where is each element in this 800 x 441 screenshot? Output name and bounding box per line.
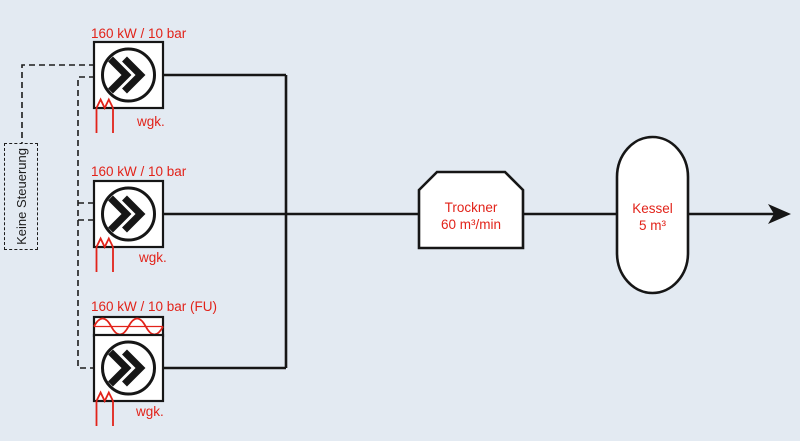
control-line-compressor1-to-box xyxy=(21,64,95,143)
compressor-1-power-label: 160 kW / 10 bar xyxy=(91,26,187,41)
compressor-1 xyxy=(92,40,165,133)
vessel-shape xyxy=(615,135,690,295)
compressor-chevron-icon xyxy=(108,349,146,387)
heat-recovery-icon xyxy=(95,97,114,133)
vessel-name: Kessel xyxy=(632,201,673,216)
compressor-3 xyxy=(92,315,165,426)
compressor-2-power-label: 160 kW / 10 bar xyxy=(91,164,187,179)
flow-arrow-icon xyxy=(768,204,791,224)
heat-recovery-icon xyxy=(95,236,114,272)
control-bus-line xyxy=(77,76,95,369)
control-dashed-network xyxy=(21,64,95,369)
dryer-label-group: Trockner 60 m³/min xyxy=(419,188,523,244)
compressor-2-wgk-label: wgk. xyxy=(139,250,167,265)
compressor-3-wgk-label: wgk. xyxy=(136,404,164,419)
compressor-chevron-icon xyxy=(108,56,146,94)
dryer-name: Trockner xyxy=(444,200,498,215)
compressor-1-wgk-label: wgk. xyxy=(137,114,165,129)
vessel-label-group: Kessel 5 m³ xyxy=(617,196,688,238)
control-box-label: Keine Steuerung xyxy=(13,148,29,245)
heat-recovery-icon xyxy=(95,390,114,426)
dryer-capacity: 60 m³/min xyxy=(440,217,501,232)
sine-wave-icon xyxy=(93,317,164,336)
compressor-2 xyxy=(92,179,165,272)
vessel-volume: 5 m³ xyxy=(639,218,666,233)
control-box: Keine Steuerung xyxy=(4,143,38,250)
dryer-shape xyxy=(417,170,525,250)
compressor-chevron-icon xyxy=(108,195,146,233)
compressor-3-power-label: 160 kW / 10 bar (FU) xyxy=(91,299,218,314)
